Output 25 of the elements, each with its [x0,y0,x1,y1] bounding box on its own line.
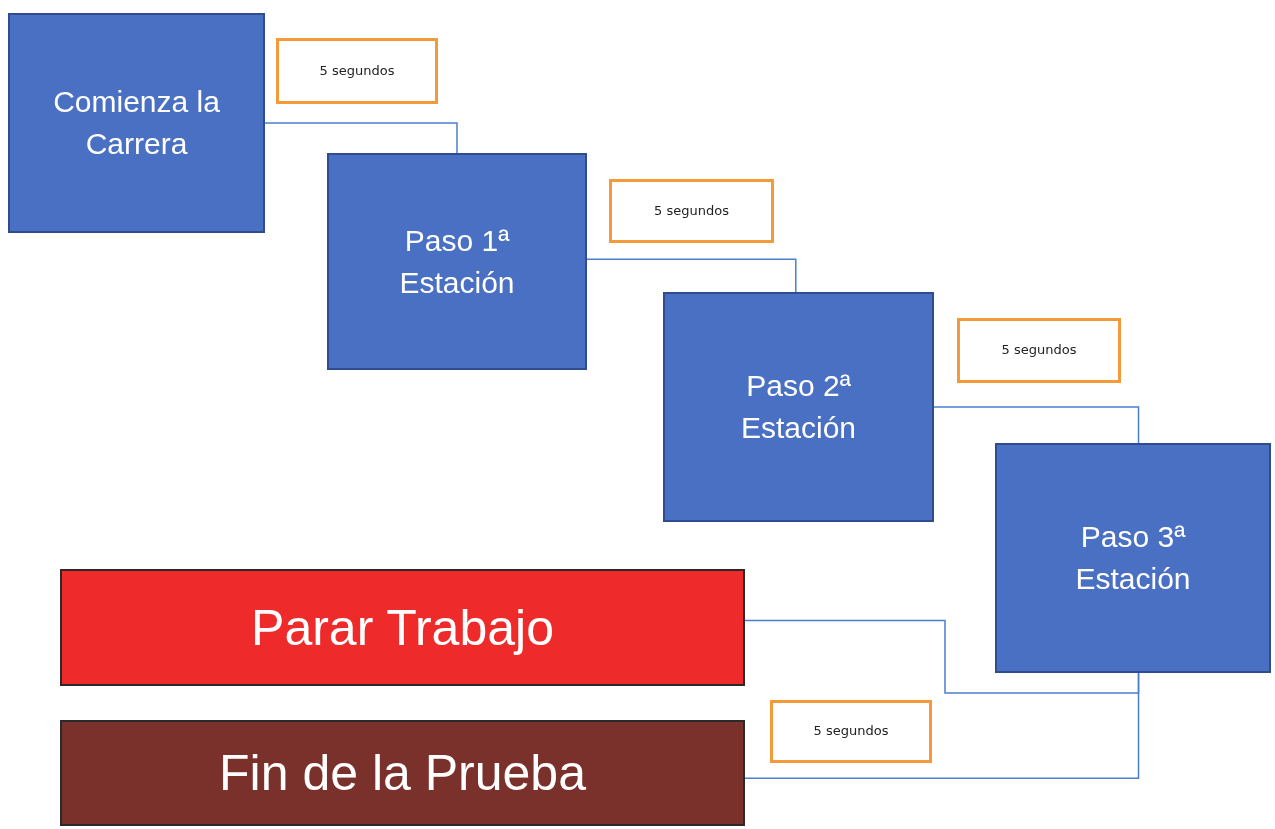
duration-box [957,318,1121,383]
box-text: 5 segundos [812,722,890,741]
connector-line [586,258,797,293]
duration-box [276,38,438,104]
stop-banner [60,569,745,686]
connector-line [264,122,458,154]
duration-box [609,179,774,243]
process-box [663,292,934,522]
process-box [327,153,587,370]
end-banner [60,720,745,826]
box-text: Comienza la Carrera [52,84,221,162]
box-text: Paso 2ª Estación [739,368,858,446]
connector-line [744,619,1140,694]
box-text: 5 segundos [318,61,396,80]
process-box [995,443,1271,673]
box-text: 5 segundos [1000,341,1078,360]
box-text: 5 segundos [653,201,730,220]
box-text: Fin de la Prueba [218,744,587,803]
duration-box [770,700,932,763]
box-text: Paso 3ª Estación [1074,519,1192,597]
connector-line [744,672,1140,780]
box-text: Parar Trabajo [250,598,555,658]
connector-line [933,406,1140,444]
process-box [8,13,265,233]
box-text: Paso 1ª Estación [398,222,516,301]
